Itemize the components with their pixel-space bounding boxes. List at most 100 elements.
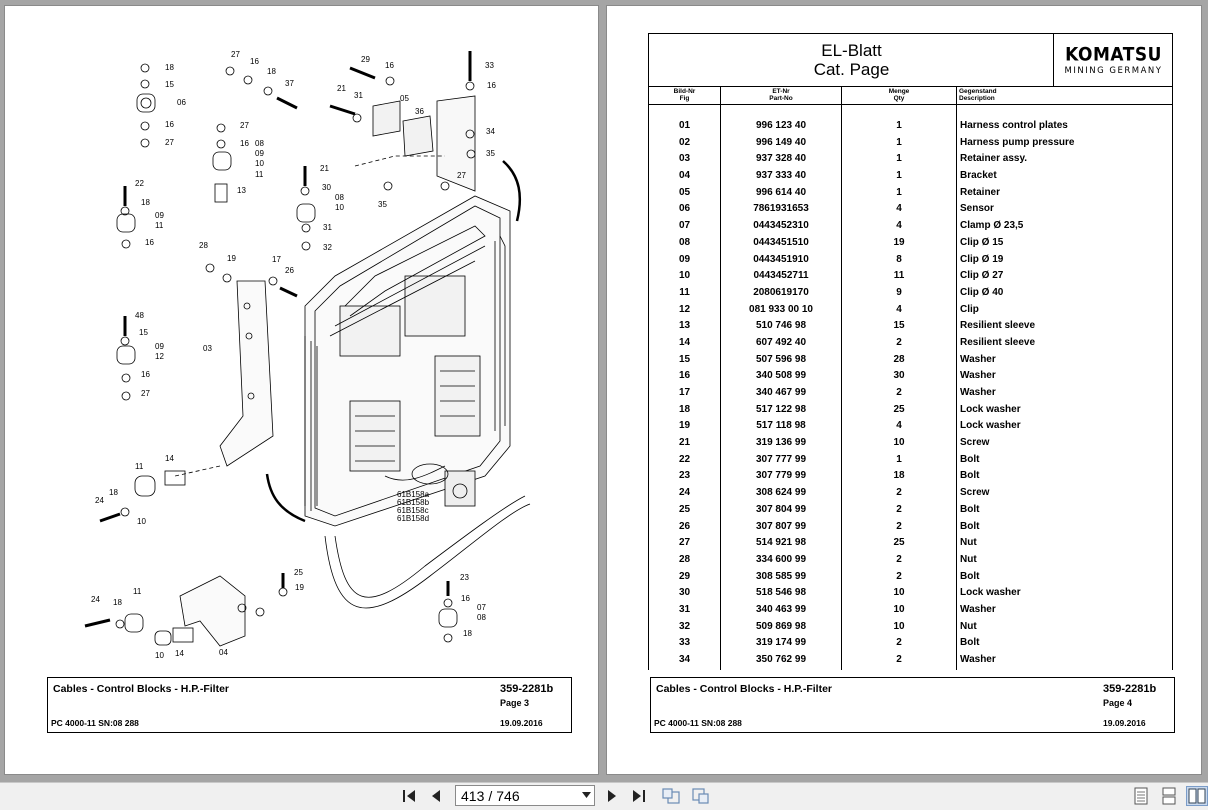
column-header-label: Fig (679, 95, 690, 102)
quantity-cell: 9 (896, 286, 902, 298)
callout-label: 31 (323, 223, 332, 232)
part-number-cell: 517 122 98 (755, 403, 807, 415)
fig-cell: 05 (678, 186, 691, 198)
column-header-label: Gegenstand (959, 88, 997, 95)
prev-view-icon (662, 788, 680, 804)
quantity-cell: 25 (893, 537, 905, 549)
part-number-cell: 340 463 99 (755, 603, 807, 615)
single-page-view-icon (1134, 787, 1148, 805)
description-cell: Clip Ø 40 (960, 286, 1004, 298)
callout-label: 09 (155, 342, 164, 351)
part-number-cell: 307 779 99 (755, 470, 807, 482)
left-page-model: PC 4000-11 SN:08 288 (51, 718, 139, 728)
column-header-fig: Bild-Nr Fig (649, 88, 720, 102)
part-number-cell: 0443451910 (753, 253, 809, 265)
left-page-title: Cables - Control Blocks - H.P.-Filter (53, 683, 230, 695)
callout-label: 11 (155, 221, 164, 230)
fig-cell: 13 (678, 320, 691, 332)
komatsu-logo: KOMATSU MINING GERMANY (1053, 34, 1173, 86)
continuous-view-button[interactable] (1158, 786, 1180, 806)
description-cell: Bolt (960, 470, 980, 482)
description-cell: Clamp Ø 23,5 (960, 220, 1024, 232)
quantity-cell: 2 (896, 520, 902, 532)
description-cell: Bracket (960, 170, 997, 182)
quantity-cell: 2 (896, 503, 902, 515)
callout-label: 08 (335, 193, 344, 202)
quantity-cell: 2 (896, 487, 902, 499)
callout-label: 16 (487, 81, 496, 90)
quantity-cell: 4 (896, 203, 902, 215)
quantity-cell: 2 (896, 336, 902, 348)
page-number-box[interactable]: 413 / 746 (455, 785, 595, 806)
quantity-cell: 11 (893, 270, 905, 282)
page-dropdown-icon[interactable] (582, 792, 591, 799)
quantity-cell: 19 (893, 236, 905, 248)
part-number-cell: 308 585 99 (755, 570, 807, 582)
quantity-cell: 2 (896, 570, 902, 582)
description-cell: Clip Ø 15 (960, 236, 1004, 248)
quantity-cell: 30 (893, 370, 905, 382)
quantity-cell: 4 (896, 420, 902, 432)
last-page-button[interactable] (628, 786, 650, 806)
column-header-label: Qty (893, 95, 905, 102)
two-page-view-button[interactable] (1186, 786, 1208, 806)
description-cell: Lock washer (960, 420, 1021, 432)
right-page: EL-Blatt Cat. Page KOMATSU MINING GERMAN… (607, 6, 1201, 774)
previous-view-button[interactable] (660, 786, 682, 806)
callout-label: 16 (385, 61, 394, 70)
part-number-cell: 507 596 98 (755, 353, 807, 365)
callout-label: 61B158c (397, 506, 429, 515)
fig-cell: 04 (678, 170, 691, 182)
description-cell: Resilient sleeve (960, 320, 1036, 332)
parts-header: EL-Blatt Cat. Page KOMATSU MINING GERMAN… (648, 33, 1173, 87)
single-page-view-button[interactable] (1130, 786, 1152, 806)
table-header: Bild-Nr Fig ET-Nr Part-No Menge Qty Gege… (649, 87, 1172, 105)
header-title-en: Cat. Page (813, 60, 890, 79)
quantity-cell: 10 (893, 437, 905, 449)
logo-subtitle: MINING GERMANY (1064, 65, 1163, 76)
description-cell: Retainer (960, 186, 1001, 198)
callout-label: 35 (378, 200, 387, 209)
callout-label: 07 (477, 603, 486, 612)
callout-label: 15 (139, 328, 148, 337)
part-number-cell: 937 333 40 (755, 170, 807, 182)
column-header-part: ET-Nr Part-No (721, 88, 841, 102)
part-number-cell: 509 869 98 (755, 620, 807, 632)
part-number-cell: 996 149 40 (755, 136, 807, 148)
next-page-button[interactable] (601, 786, 623, 806)
column-header-label: Bild-Nr (673, 88, 696, 95)
callout-label: 18 (109, 488, 118, 497)
first-page-icon (403, 790, 415, 802)
next-view-button[interactable] (690, 786, 712, 806)
callout-label: 08 (255, 139, 264, 148)
callout-label: 21 (320, 164, 329, 173)
description-cell: Bolt (960, 453, 980, 465)
current-page-input[interactable]: 413 (461, 787, 485, 804)
callout-label: 23 (460, 573, 469, 582)
callout-label: 27 (457, 171, 466, 180)
right-page-number: Page 4 (1103, 698, 1133, 708)
left-page-date: 19.09.2016 (500, 718, 543, 728)
left-title-block: Cables - Control Blocks - H.P.-Filter PC… (47, 677, 572, 733)
first-page-button[interactable] (398, 786, 420, 806)
callout-label: 30 (322, 183, 331, 192)
total-pages: 746 (496, 787, 520, 804)
two-page-view-icon (1188, 788, 1206, 804)
part-number-cell: 350 762 99 (755, 654, 807, 665)
description-cell: Harness control plates (960, 120, 1068, 131)
fig-cell: 32 (678, 620, 691, 632)
fig-cell: 27 (678, 537, 691, 549)
prev-page-button[interactable] (425, 786, 447, 806)
left-doc-number: 359-2281b (500, 683, 554, 695)
